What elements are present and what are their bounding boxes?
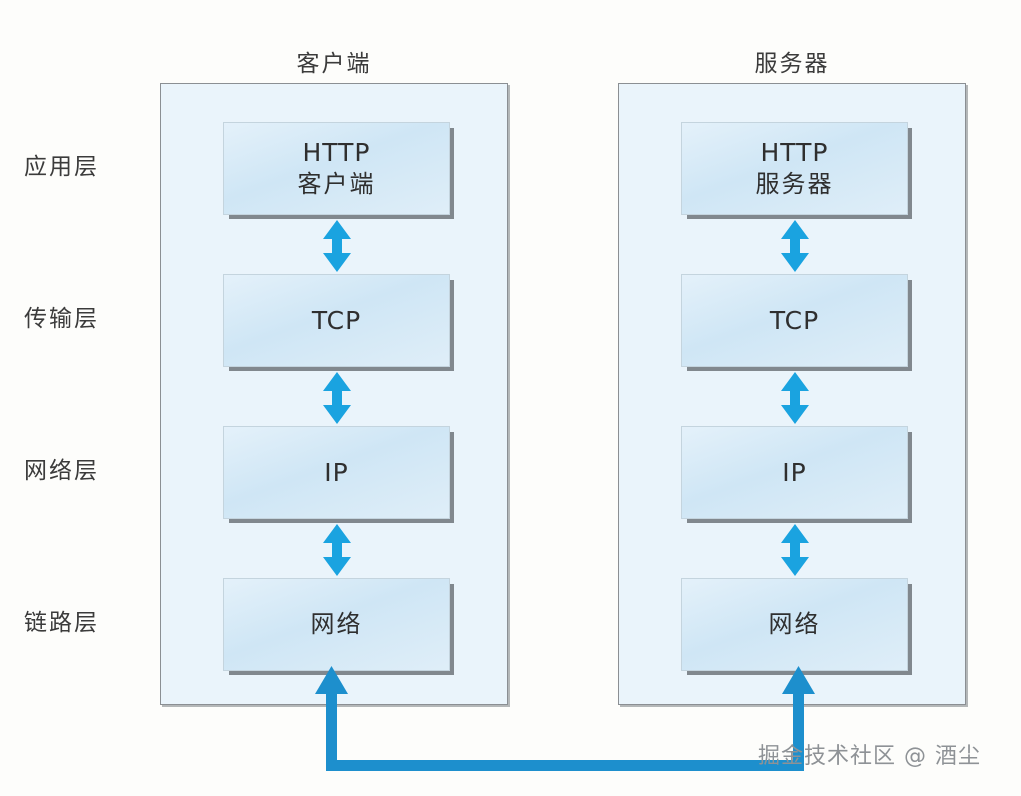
client-box-http-primary: HTTP — [302, 138, 371, 168]
server-box-network[interactable]: 网络 — [681, 578, 908, 671]
server-box-http[interactable]: HTTP 服务器 — [681, 122, 908, 215]
server-box-ip[interactable]: IP — [681, 426, 908, 519]
server-box-http-secondary: 服务器 — [755, 170, 834, 199]
layer-label-transport: 传输层 — [24, 306, 99, 332]
client-box-http[interactable]: HTTP 客户端 — [223, 122, 450, 215]
layer-label-application: 应用层 — [24, 154, 99, 180]
client-box-ip-primary: IP — [324, 457, 349, 487]
arrow-server-transport-network — [781, 372, 809, 424]
arrow-server-app-transport — [781, 220, 809, 272]
server-box-tcp-primary: TCP — [769, 305, 820, 335]
client-box-network-primary: 网络 — [310, 610, 363, 639]
arrow-client-transport-network — [323, 372, 351, 424]
client-box-http-secondary: 客户端 — [297, 170, 376, 199]
server-box-ip-primary: IP — [782, 457, 807, 487]
watermark-text: 掘金技术社区 @ 酒尘 — [758, 744, 981, 769]
arrow-server-network-link — [781, 524, 809, 576]
server-stack-container: HTTP 服务器 TCP IP 网络 — [618, 83, 966, 705]
server-box-tcp[interactable]: TCP — [681, 274, 908, 367]
server-box-network-primary: 网络 — [768, 610, 821, 639]
client-box-network[interactable]: 网络 — [223, 578, 450, 671]
client-box-ip[interactable]: IP — [223, 426, 450, 519]
arrow-client-network-link — [323, 524, 351, 576]
layer-label-link: 链路层 — [24, 610, 99, 636]
client-box-tcp[interactable]: TCP — [223, 274, 450, 367]
server-box-http-primary: HTTP — [760, 138, 829, 168]
client-stack-container: HTTP 客户端 TCP IP 网络 — [160, 83, 508, 705]
client-box-tcp-primary: TCP — [311, 305, 362, 335]
column-title-server: 服务器 — [754, 51, 830, 77]
arrow-client-app-transport — [323, 220, 351, 272]
layer-label-network: 网络层 — [24, 458, 99, 484]
column-title-client: 客户端 — [296, 51, 372, 77]
